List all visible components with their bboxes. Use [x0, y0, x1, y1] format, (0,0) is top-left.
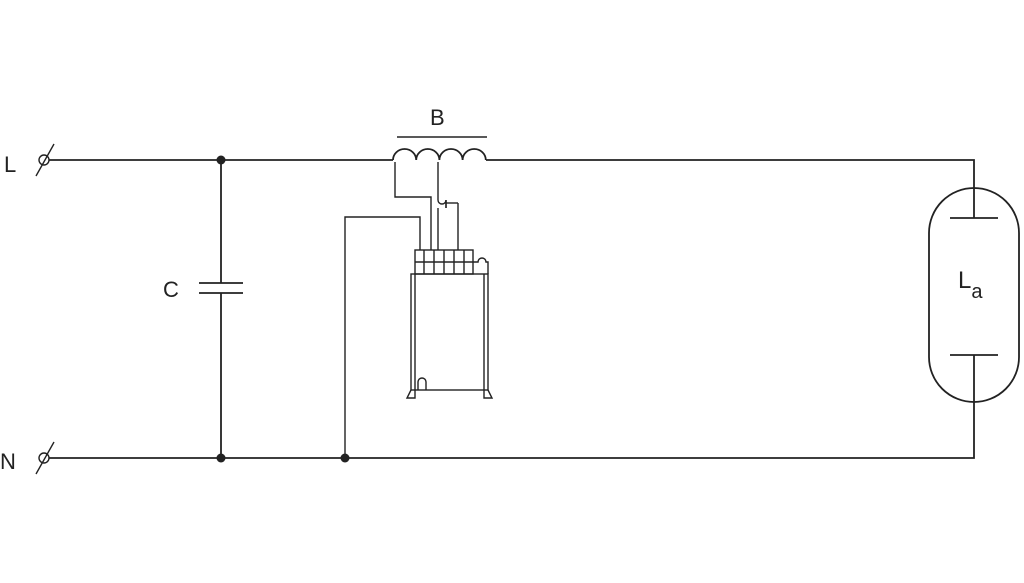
capacitor-label: C — [163, 277, 179, 302]
ignitor-neutral-wire — [344, 216, 421, 458]
terminal-label-live: L — [4, 152, 16, 177]
terminal-label-neutral: N — [0, 449, 16, 474]
ignitor — [405, 249, 494, 399]
neutral-wire — [49, 402, 975, 459]
capacitor — [199, 160, 243, 458]
ballast-taps — [394, 162, 459, 250]
ballast-to-lamp-wire — [486, 159, 975, 188]
lamp-label-subscript: a — [971, 281, 983, 303]
ballast-label: B — [430, 105, 445, 130]
lamp — [928, 187, 1020, 403]
lamp-label: La — [958, 267, 983, 303]
junction-dot — [216, 453, 226, 463]
ballast-coil — [392, 136, 487, 161]
junction-dot — [216, 155, 226, 165]
lamp-label-main: L — [958, 267, 971, 294]
